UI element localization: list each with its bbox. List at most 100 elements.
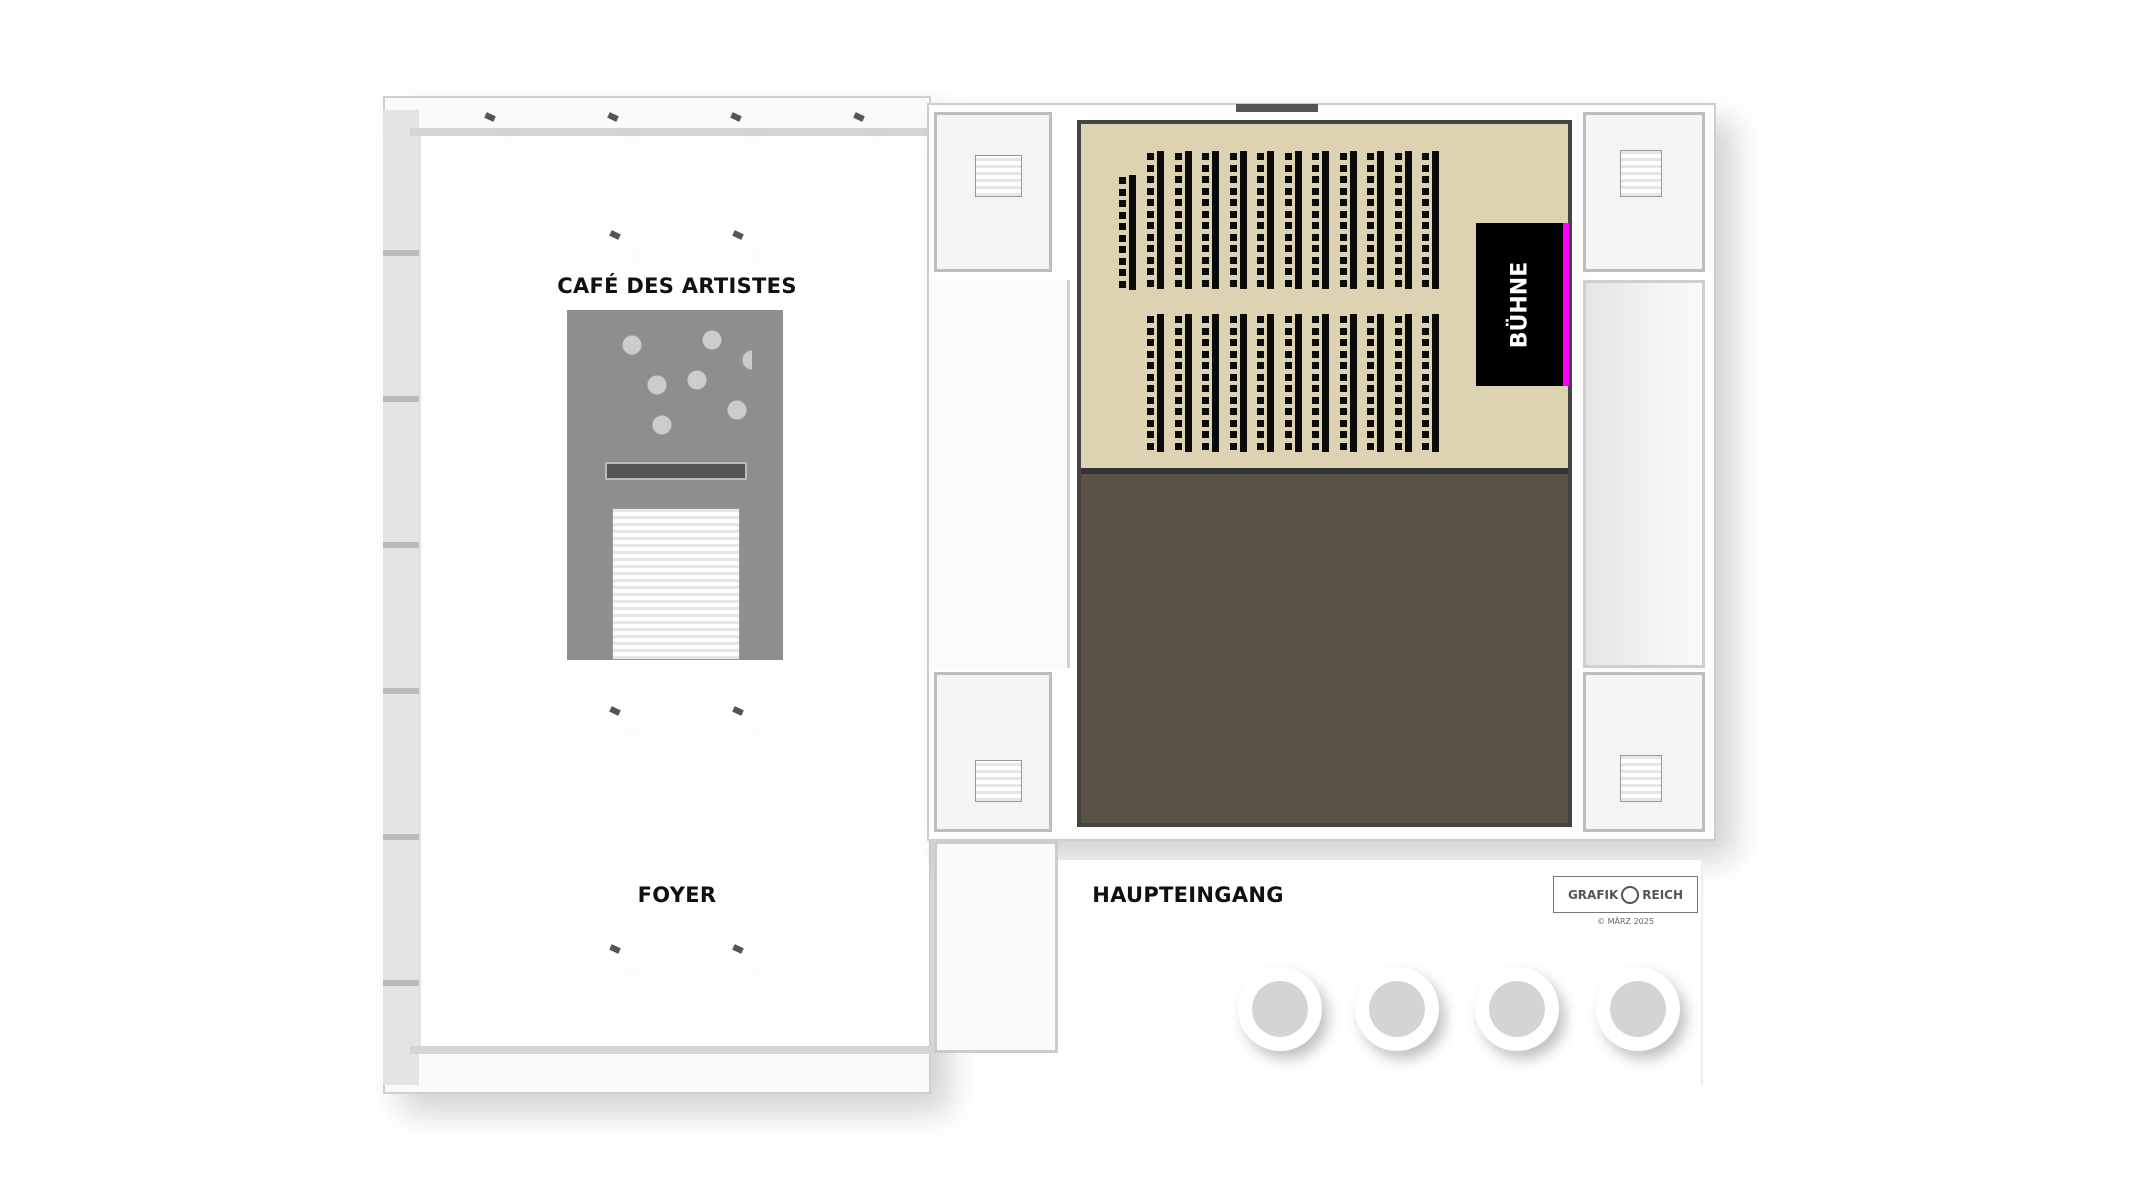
seat: [1229, 327, 1237, 335]
corridor-left: [930, 280, 1070, 668]
seat: [1339, 408, 1347, 415]
seat: [1394, 176, 1402, 183]
seat: [1202, 279, 1209, 287]
seat-row-bar: [1349, 151, 1357, 289]
seat: [1284, 233, 1292, 241]
seat: [1229, 187, 1237, 195]
seat: [1339, 199, 1347, 206]
seat: [1394, 316, 1402, 323]
seat: [1312, 187, 1319, 195]
seat: [1257, 396, 1264, 404]
entrance-column: [1355, 967, 1439, 1051]
seat: [1394, 373, 1402, 381]
seat: [1312, 442, 1319, 450]
seat: [1394, 350, 1402, 358]
seat-row-bar: [1157, 151, 1164, 289]
entrance-column: [1596, 967, 1680, 1051]
seat: [1284, 176, 1292, 183]
seat-row-bar: [1322, 314, 1329, 452]
seat: [1174, 153, 1182, 160]
seat: [1422, 327, 1429, 335]
seat: [1312, 268, 1319, 275]
seat-row-bar: [1432, 314, 1439, 452]
seat: [1147, 442, 1154, 450]
seat: [1422, 362, 1429, 369]
seat-row-bar: [1322, 151, 1329, 289]
seat: [1229, 373, 1237, 381]
entrance-column: [1475, 967, 1559, 1051]
seat: [1367, 222, 1374, 229]
seat: [1284, 408, 1292, 415]
seat: [1202, 316, 1209, 323]
seat: [1312, 350, 1319, 358]
stairs: [612, 508, 740, 660]
seat: [1284, 316, 1292, 323]
seat: [1257, 199, 1264, 206]
seat: [1257, 316, 1264, 323]
seat: [1394, 408, 1402, 415]
seat: [1422, 279, 1429, 287]
seat: [1284, 339, 1292, 346]
seat: [1257, 268, 1264, 275]
seat-row-bar: [1239, 314, 1247, 452]
seat: [1229, 350, 1237, 358]
seat: [1174, 327, 1182, 335]
seat: [1147, 199, 1154, 206]
entrance-column: [1238, 967, 1322, 1051]
seat: [1202, 176, 1209, 183]
seat: [1257, 210, 1264, 218]
seat: [1339, 327, 1347, 335]
seat: [1147, 176, 1154, 183]
seat: [1119, 257, 1126, 265]
seat: [1229, 385, 1237, 392]
seat-row-bar: [1184, 151, 1192, 289]
seat: [1312, 362, 1319, 369]
seat: [1339, 431, 1347, 438]
seat: [1119, 223, 1126, 230]
seat: [1119, 269, 1126, 276]
seat-row-bar: [1377, 151, 1384, 289]
seat: [1312, 222, 1319, 229]
seat: [1394, 210, 1402, 218]
seat: [1339, 396, 1347, 404]
seat: [1257, 442, 1264, 450]
seat: [1174, 362, 1182, 369]
stage: BÜHNE: [1476, 223, 1569, 386]
seat: [1339, 256, 1347, 264]
seat: [1257, 176, 1264, 183]
seat: [1367, 268, 1374, 275]
seat: [1147, 419, 1154, 427]
seat: [1229, 176, 1237, 183]
seat: [1312, 256, 1319, 264]
seat: [1147, 233, 1154, 241]
seat-row-bar: [1212, 314, 1219, 452]
seat: [1394, 419, 1402, 427]
seat: [1339, 153, 1347, 160]
seat: [1367, 339, 1374, 346]
seat: [1257, 339, 1264, 346]
seat-row-bar: [1432, 151, 1439, 289]
seat: [1257, 233, 1264, 241]
seat: [1367, 279, 1374, 287]
seat: [1422, 316, 1429, 323]
seat-row-bar: [1267, 314, 1274, 452]
seat: [1422, 222, 1429, 229]
seat: [1422, 176, 1429, 183]
seat: [1312, 245, 1319, 252]
seat: [1202, 233, 1209, 241]
seat: [1229, 233, 1237, 241]
seat: [1174, 222, 1182, 229]
seat: [1174, 245, 1182, 252]
seat: [1367, 233, 1374, 241]
seat: [1202, 419, 1209, 427]
seat: [1367, 164, 1374, 172]
seat: [1284, 199, 1292, 206]
seat-row-bar: [1267, 151, 1274, 289]
seat: [1147, 316, 1154, 323]
grafikreich-logo: GRAFIK REICH: [1553, 876, 1698, 913]
seat: [1284, 327, 1292, 335]
seat: [1174, 187, 1182, 195]
seat: [1229, 199, 1237, 206]
seat: [1202, 339, 1209, 346]
hall-top-vent: [1236, 104, 1318, 112]
